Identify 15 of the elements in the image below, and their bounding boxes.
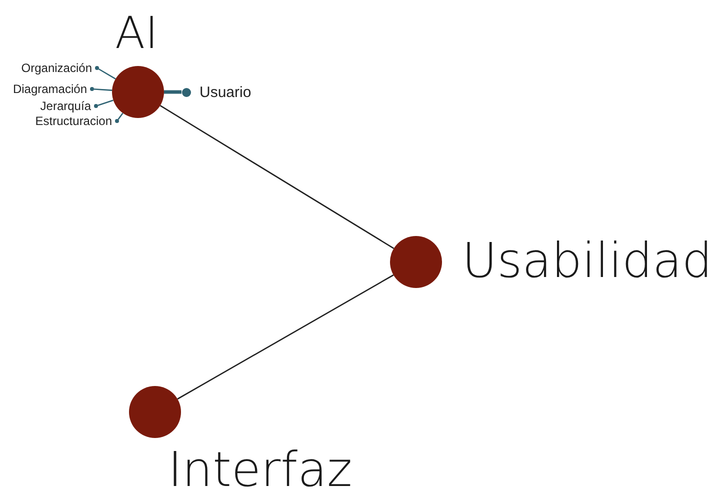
- node-label: Usabilidad: [462, 237, 712, 285]
- node-label: Organización: [21, 61, 92, 75]
- connector-line: [118, 112, 124, 120]
- connector-line: [177, 274, 394, 400]
- connector-line: [160, 105, 394, 249]
- node-label: AI: [115, 12, 158, 56]
- connector-line: [98, 68, 116, 80]
- node-label: Interfaz: [168, 446, 352, 494]
- node-label: Usuario: [200, 84, 252, 100]
- node-label: Diagramación: [12, 82, 87, 96]
- node-label: Jerarquía: [40, 99, 91, 113]
- node-label: Estructuracion: [35, 114, 112, 128]
- connector-line: [98, 100, 114, 106]
- connector-line: [94, 88, 112, 91]
- connector-line: [164, 90, 182, 94]
